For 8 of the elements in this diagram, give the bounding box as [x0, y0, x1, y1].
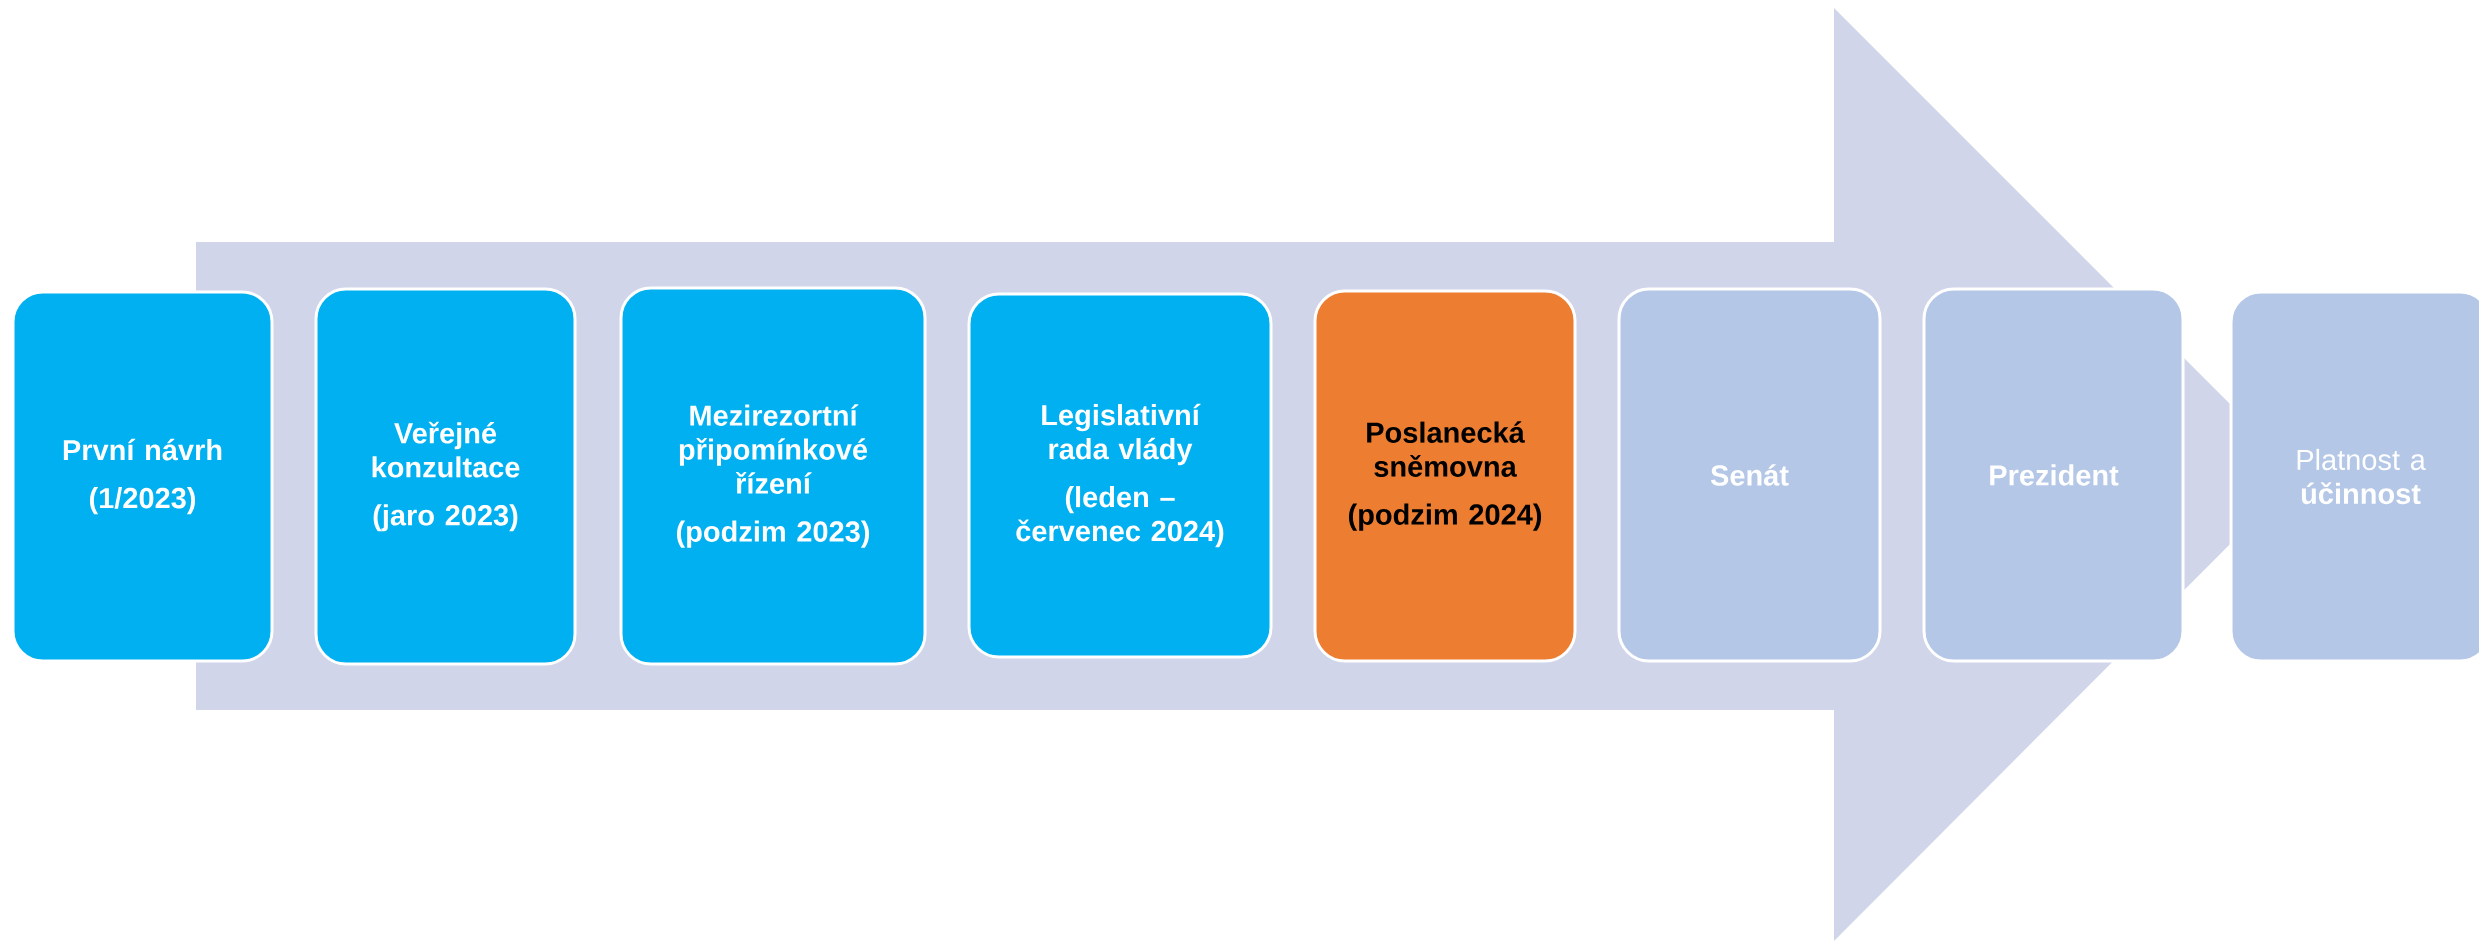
process-box: Poslanecká sněmovna (podzim 2024)	[1313, 289, 1577, 663]
process-box: Mezirezortní připomínkové řízení (podzim 2023)	[619, 286, 927, 666]
process-box: Prezident	[1922, 287, 2185, 663]
process-box: Platnost a účinnost	[2229, 290, 2479, 663]
process-box: První návrh (1/2023)	[11, 290, 274, 663]
process-box: Senát	[1617, 287, 1882, 663]
process-box: Legislativní rada vlády (leden – červenec 2024)	[967, 292, 1273, 659]
process-box: Veřejné konzultace (jaro 2023)	[314, 287, 577, 666]
